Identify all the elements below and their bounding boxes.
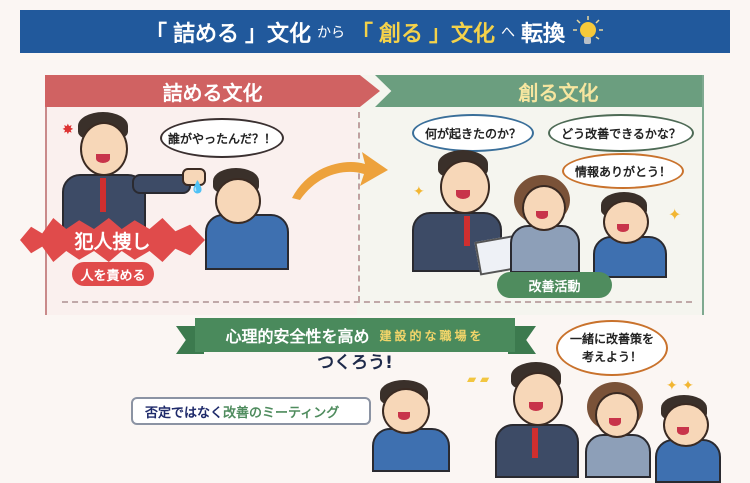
sparkle-icon: ✦ ✦ — [666, 378, 694, 394]
speech-bubble-who-did-it: 誰がやったんだ？！ — [160, 118, 284, 158]
sparkle-icon: ✦ — [668, 205, 682, 224]
meeting-text-not-denial: 否定ではなく — [145, 405, 224, 421]
title-quote-open-2: 「 — [350, 21, 373, 47]
anger-mark-icon: ✸ — [62, 122, 74, 138]
psychological-safety-ribbon: 心理的安全性を高め 建設的な職場を — [195, 318, 515, 352]
improvement-activity-label: 改善活動 — [497, 272, 612, 298]
ribbon-main-text: 心理的安全性を高め — [225, 327, 370, 346]
speech-bubble-thanks-info: 情報ありがとう！ — [562, 153, 684, 189]
lightbulb-icon — [573, 15, 604, 44]
speech-line-2: 考えよう！ — [581, 350, 642, 364]
title-quote-open: 「 — [144, 21, 167, 47]
speech-line-1: 一緒に改善策を — [569, 332, 654, 346]
blame-culture-header: 詰める文化 — [45, 75, 380, 107]
sweat-drops-icon: 💧 — [190, 180, 205, 194]
sparkle-icon: ✦ — [413, 184, 425, 200]
title-culture-1: 」文化 — [244, 21, 311, 47]
tagline-lets-create: つくろう! — [317, 353, 393, 373]
title-tsukuru: 創る — [379, 21, 424, 47]
create-culture-header: 創る文化 — [375, 75, 702, 107]
title-culture-2: 」文化 — [429, 21, 496, 47]
meeting-banner: 否定ではなく改善のミーティング — [131, 397, 371, 425]
transition-arrow-icon — [292, 152, 388, 200]
confetti-icon: ▰ ▰ — [467, 372, 490, 386]
title-he: へ — [501, 24, 516, 41]
section-divider — [62, 301, 692, 303]
blame-people-label: 人を責める — [72, 262, 154, 286]
meeting-text-improvement: 改善のミーティング — [223, 405, 340, 421]
speech-bubble-think-together: 一緒に改善策を 考えよう！ — [556, 320, 668, 376]
title-tenkan: 転換 — [521, 21, 566, 47]
speech-bubble-how-improve: どう改善できるかな？ — [548, 114, 694, 152]
speech-bubble-what-happened: 何が起きたのか？ — [412, 114, 534, 152]
title-tsumeru: 詰める — [172, 21, 239, 47]
ribbon-sub-text: 建設的な職場を — [379, 328, 485, 343]
title-kara: から — [316, 24, 345, 41]
title-banner: 「詰める」文化 から 「創る」文化 へ 転換 — [20, 10, 730, 53]
panel-divider — [358, 112, 360, 302]
